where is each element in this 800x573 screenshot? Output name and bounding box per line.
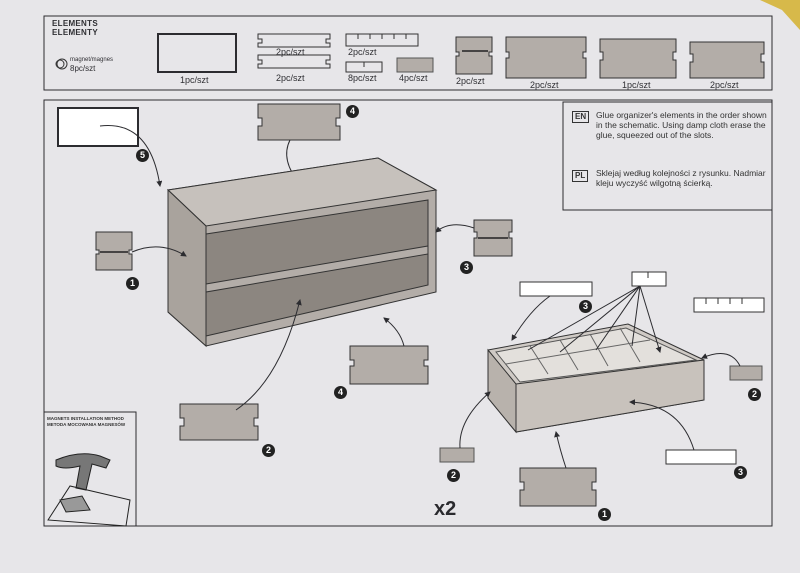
hammer-icon [55,453,111,491]
magnets-title-pl: METODA MOCOWANIA MAGNESÓW [47,422,126,427]
step-3-badge-tray-front: 3 [734,466,747,479]
part-qty: 8pc/szt [348,73,377,83]
panel-4-shelf [349,345,429,385]
elements-title-pl: ELEMENTY [52,28,98,37]
tray-end-left [439,447,475,463]
step-2-badge-lower: 2 [262,444,275,457]
step-2-badge-tray-right: 2 [748,388,761,401]
magnet-qty: 8pc/szt [70,64,96,73]
tray-slotted-strip [693,297,765,313]
part-top [599,38,677,79]
elements-title-en: ELEMENTS [52,19,98,28]
step-2-badge-tray-left: 2 [447,469,460,482]
part-strip-a [257,33,331,48]
tray-strip-3 [519,281,593,297]
instructions-pl-text: Sklejaj według kolejności z rysunku. Nad… [596,168,766,188]
tray-strip-front [665,449,737,465]
part-qty: 2pc/szt [456,76,485,86]
part-side-panel [455,36,493,75]
tray-divider [631,271,667,287]
step-3-badge-tray: 3 [579,300,592,313]
panel-2-base [179,403,259,441]
instructions-en-text: Glue organizer's elements in the order s… [596,110,767,140]
magnet-label: magnet/magnes [70,57,114,63]
step-4-badge-top: 4 [346,105,359,118]
instructions-box [562,101,773,211]
part-qty: 2pc/szt [710,80,739,90]
lang-pl-badge: PL [572,170,589,182]
part-qty: 2pc/szt [530,80,559,90]
panel-1-side [95,231,133,271]
step-5-badge: 5 [136,149,149,162]
part-qty: 2pc/szt [276,73,305,83]
step-3-badge-right: 3 [460,261,473,274]
magnet-icon [56,58,68,70]
elements-box [43,15,773,91]
panel-4-top [257,103,341,141]
tray-base [519,467,597,507]
magnets-title-en: MAGNETS INSTALLATION METHOD [47,416,124,421]
step-1-badge-left: 1 [126,277,139,290]
part-qty: 2pc/szt [276,47,305,57]
part-qty: 1pc/szt [622,80,651,90]
step-1-badge-tray-base: 1 [598,508,611,521]
tray-end-right [729,365,763,381]
step-4-badge-lower: 4 [334,386,347,399]
diagram-frame [43,99,773,527]
part-back-panel [157,33,237,73]
panel-5-back [57,107,139,147]
magnets-box [43,411,137,527]
part-small-panel [396,57,434,73]
part-base [689,41,765,79]
quantity-multiplier: x2 [434,498,457,520]
part-qty: 1pc/szt [180,75,209,85]
part-shelf [505,36,587,79]
part-qty: 4pc/szt [399,73,428,83]
part-qty: 2pc/szt [348,47,377,57]
lang-en-badge: EN [572,111,590,123]
part-strip-b [257,54,331,69]
